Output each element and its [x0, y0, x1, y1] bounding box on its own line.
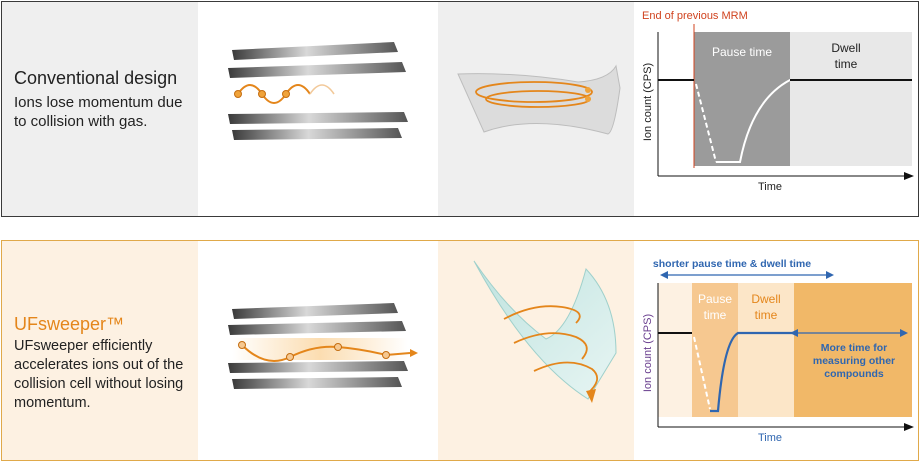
ion-dot: [238, 341, 246, 349]
pause-time-label: Pause time: [712, 45, 772, 59]
ufsweeper-ion-count-chart: shorter pause time & dwell time Pause ti…: [642, 258, 914, 444]
dwell-time-region: [790, 32, 912, 166]
ion-path: [241, 344, 411, 362]
x-axis-arrow: [904, 423, 914, 431]
ufsweeper-collision-cell-rods: [228, 303, 418, 389]
dwell-label-line1: Dwell: [751, 292, 780, 306]
ion-dot: [258, 90, 266, 98]
shorter-time-header: shorter pause time & dwell time: [653, 258, 811, 270]
ion-dot: [234, 90, 242, 98]
pause-label-line1: Pause: [698, 292, 732, 306]
signal-recovery-curve: [716, 79, 912, 163]
rod-lower-outer: [232, 377, 402, 389]
dwell-label-line2: time: [755, 308, 778, 322]
ion-dot: [382, 351, 390, 359]
ufsweeper-panel: UFsweeper™ UFsweeper efficiently acceler…: [1, 240, 919, 461]
rod-upper-inner: [228, 321, 406, 335]
ufsweeper-rods-illustration: [198, 241, 438, 460]
ufsweeper-text-cell: UFsweeper™ UFsweeper efficiently acceler…: [2, 241, 198, 460]
conventional-3d-cell: [438, 2, 634, 216]
more-span-arrow-left: [790, 329, 798, 337]
cell-surface: [473, 260, 617, 400]
ion-path: [237, 84, 311, 104]
y-axis-label: Ion count (CPS): [642, 314, 654, 392]
x-axis-arrow: [904, 172, 914, 180]
conventional-title: Conventional design: [14, 68, 178, 88]
more-time-line3: compounds: [824, 368, 884, 380]
ion-trajectory: [503, 305, 581, 324]
conventional-3d-trajectory-illustration: [457, 64, 621, 135]
rod-upper-inner: [228, 62, 406, 78]
more-time-line1: More time for: [821, 342, 888, 354]
dwell-label-line1: Dwell: [831, 41, 860, 55]
ufsweeper-title: UFsweeper™: [14, 314, 125, 334]
ion-trajectory: [513, 332, 588, 360]
ion-orbit: [475, 81, 593, 103]
conventional-chart-cell: End of previous MRM Pause time Dwell tim…: [634, 2, 918, 216]
pause-time-region: [692, 283, 738, 417]
rod-lower-inner: [228, 361, 408, 373]
rod-lower-outer: [232, 128, 402, 140]
ufsweeper-3d-trajectory-illustration: [473, 260, 617, 403]
cell-surface: [457, 64, 621, 135]
rod-lower-inner: [228, 112, 408, 124]
y-axis-label: Ion count (CPS): [642, 63, 654, 141]
x-axis-label: Time: [758, 181, 782, 193]
rod-upper-outer: [232, 42, 398, 60]
ufsweeper-description: UFsweeper efficiently accelerates ions o…: [14, 338, 184, 411]
ion-dot: [282, 90, 290, 98]
end-of-previous-mrm-label: End of previous MRM: [642, 10, 748, 22]
ion-path-fading: [309, 84, 335, 95]
signal-recovery-curve: [710, 331, 794, 413]
conventional-rods-illustration: [198, 2, 438, 216]
ion-dot: [286, 353, 294, 361]
ion-dot: [585, 96, 591, 102]
conventional-description: Ions lose momentum due to collision with…: [14, 94, 183, 130]
ufsweeper-chart-cell: shorter pause time & dwell time Pause ti…: [634, 241, 918, 460]
rod-upper-outer: [232, 303, 398, 319]
ion-dot: [334, 343, 342, 351]
signal-drop-dashed: [695, 83, 717, 163]
conventional-ion-count-chart: End of previous MRM Pause time Dwell tim…: [642, 10, 914, 193]
x-axis-label: Time: [758, 432, 782, 444]
span-arrow-left: [660, 271, 668, 279]
conventional-design-panel: Conventional design Ions lose momentum d…: [1, 1, 919, 217]
dwell-label-line2: time: [835, 57, 858, 71]
span-arrow-right: [826, 271, 834, 279]
conventional-text-cell: Conventional design Ions lose momentum d…: [2, 2, 198, 216]
more-span-arrow-right: [900, 329, 908, 337]
signal-drop-dashed: [693, 336, 711, 410]
more-time-line2: measuring other: [813, 355, 895, 367]
ion-trajectory: [533, 361, 598, 394]
more-time-region: [794, 283, 912, 417]
ion-beam-glow: [232, 338, 408, 360]
pause-time-region: [694, 32, 790, 166]
ion-direction-arrow: [586, 389, 596, 403]
pause-label-line2: time: [704, 308, 727, 322]
collision-cell-rods-illustration: [228, 42, 408, 140]
ion-direction-arrow: [410, 349, 418, 357]
ufsweeper-3d-cell: [438, 241, 634, 460]
ion-dot: [585, 87, 591, 93]
dwell-time-region: [738, 283, 794, 417]
